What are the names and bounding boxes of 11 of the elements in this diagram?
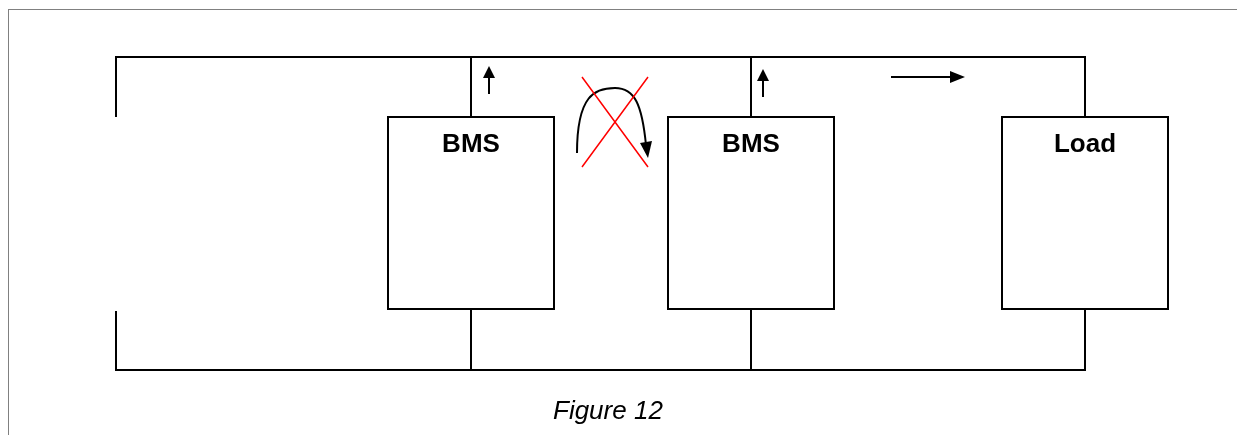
wire [750,309,1086,371]
wire [750,56,1086,117]
wire [115,56,472,118]
figure-caption: Figure 12 [553,395,663,425]
component-box [387,116,555,310]
wire [115,309,472,371]
box-label: BMS [722,128,780,158]
box-label: BMS [442,128,500,158]
component-box [1001,116,1169,310]
box-label: Load [1053,128,1117,158]
component-box [667,116,835,310]
